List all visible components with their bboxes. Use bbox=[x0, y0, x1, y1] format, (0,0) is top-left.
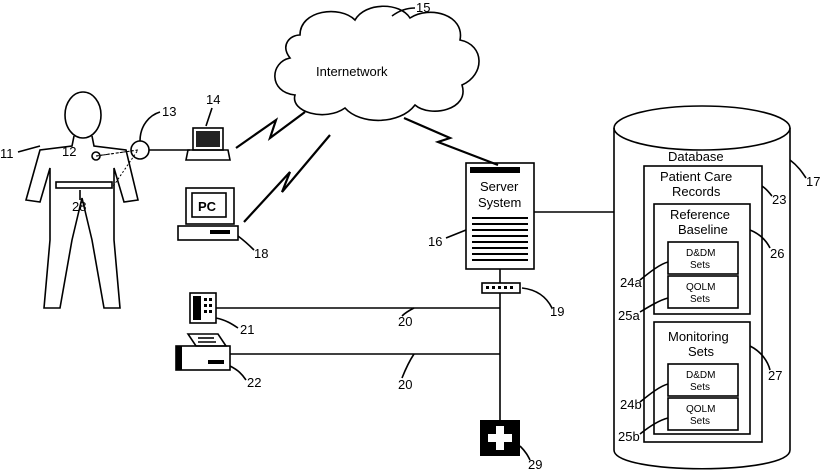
server-system: Server System bbox=[466, 163, 534, 269]
rb-qolm-line1: QOLM bbox=[686, 282, 715, 293]
ref-12: 12 bbox=[62, 144, 76, 159]
ref-27: 27 bbox=[768, 368, 782, 383]
ms-label-2: Sets bbox=[688, 344, 715, 359]
ref-13: 13 bbox=[162, 104, 176, 119]
internetwork-label: Internetwork bbox=[316, 64, 388, 79]
ref-11: 11 bbox=[0, 146, 14, 161]
pc-screen-label: PC bbox=[198, 199, 217, 214]
ref-28: 28 bbox=[72, 199, 86, 214]
ms-label-1: Monitoring bbox=[668, 329, 729, 344]
database-label: Database bbox=[668, 149, 724, 164]
fax-machine-icon bbox=[176, 334, 230, 370]
bolt-laptop bbox=[236, 112, 305, 148]
ref-25a: 25a bbox=[618, 308, 640, 323]
ms-dd-line2: Sets bbox=[690, 382, 710, 393]
internetwork-cloud: Internetwork bbox=[275, 6, 479, 120]
leader-16 bbox=[446, 230, 466, 238]
wireless-links bbox=[236, 112, 498, 222]
ref-25b: 25b bbox=[618, 429, 640, 444]
leader-27 bbox=[750, 346, 770, 370]
rb-label-1: Reference bbox=[670, 207, 730, 222]
ref-16: 16 bbox=[428, 234, 442, 249]
pcr-label-1: Patient Care bbox=[660, 169, 732, 184]
ref-15: 15 bbox=[416, 0, 430, 15]
ref-22: 22 bbox=[247, 375, 261, 390]
ref-17: 17 bbox=[806, 174, 820, 189]
ref-21: 21 bbox=[240, 322, 254, 337]
ref-18: 18 bbox=[254, 246, 268, 261]
leader-21 bbox=[216, 318, 238, 328]
ms-qolm-line2: Sets bbox=[690, 416, 710, 427]
leader-20-lower bbox=[402, 354, 414, 378]
leader-23 bbox=[762, 186, 772, 196]
laptop-icon bbox=[186, 128, 230, 160]
rb-dd-line2: Sets bbox=[690, 260, 710, 271]
bolt-server bbox=[404, 118, 498, 165]
rb-label-2: Baseline bbox=[678, 222, 728, 237]
pcr-label-2: Records bbox=[672, 184, 721, 199]
bolt-pc bbox=[244, 135, 330, 222]
server-label-2: System bbox=[478, 195, 521, 210]
leader-14 bbox=[206, 108, 212, 126]
ref-24b: 24b bbox=[620, 397, 642, 412]
ref-20-upper: 20 bbox=[398, 314, 412, 329]
leader-22 bbox=[230, 366, 246, 380]
monitoring-sets: Monitoring Sets D&DM Sets QOLM Sets bbox=[654, 322, 750, 434]
ref-26: 26 bbox=[770, 246, 784, 261]
ms-qolm-line1: QOLM bbox=[686, 404, 715, 415]
leader-18 bbox=[238, 236, 254, 250]
leader-26 bbox=[750, 230, 770, 248]
pc-icon: PC bbox=[178, 188, 238, 240]
leader-29 bbox=[520, 446, 530, 460]
programmer-wand bbox=[131, 112, 190, 159]
rb-dd-line1: D&DM bbox=[686, 248, 715, 259]
medical-cross-icon bbox=[480, 420, 520, 456]
ref-20-lower: 20 bbox=[398, 377, 412, 392]
leader-11 bbox=[18, 146, 40, 152]
leader-19 bbox=[522, 288, 552, 308]
ref-23: 23 bbox=[772, 192, 786, 207]
telephone-icon bbox=[190, 293, 216, 323]
ref-24a: 24a bbox=[620, 275, 642, 290]
leader-17 bbox=[790, 160, 806, 178]
ref-19: 19 bbox=[550, 304, 564, 319]
ref-14: 14 bbox=[206, 92, 220, 107]
rb-qolm-line2: Sets bbox=[690, 294, 710, 305]
ms-dd-line1: D&DM bbox=[686, 370, 715, 381]
reference-baseline: Reference Baseline D&DM Sets QOLM Sets bbox=[654, 204, 750, 314]
server-label-1: Server bbox=[480, 179, 519, 194]
